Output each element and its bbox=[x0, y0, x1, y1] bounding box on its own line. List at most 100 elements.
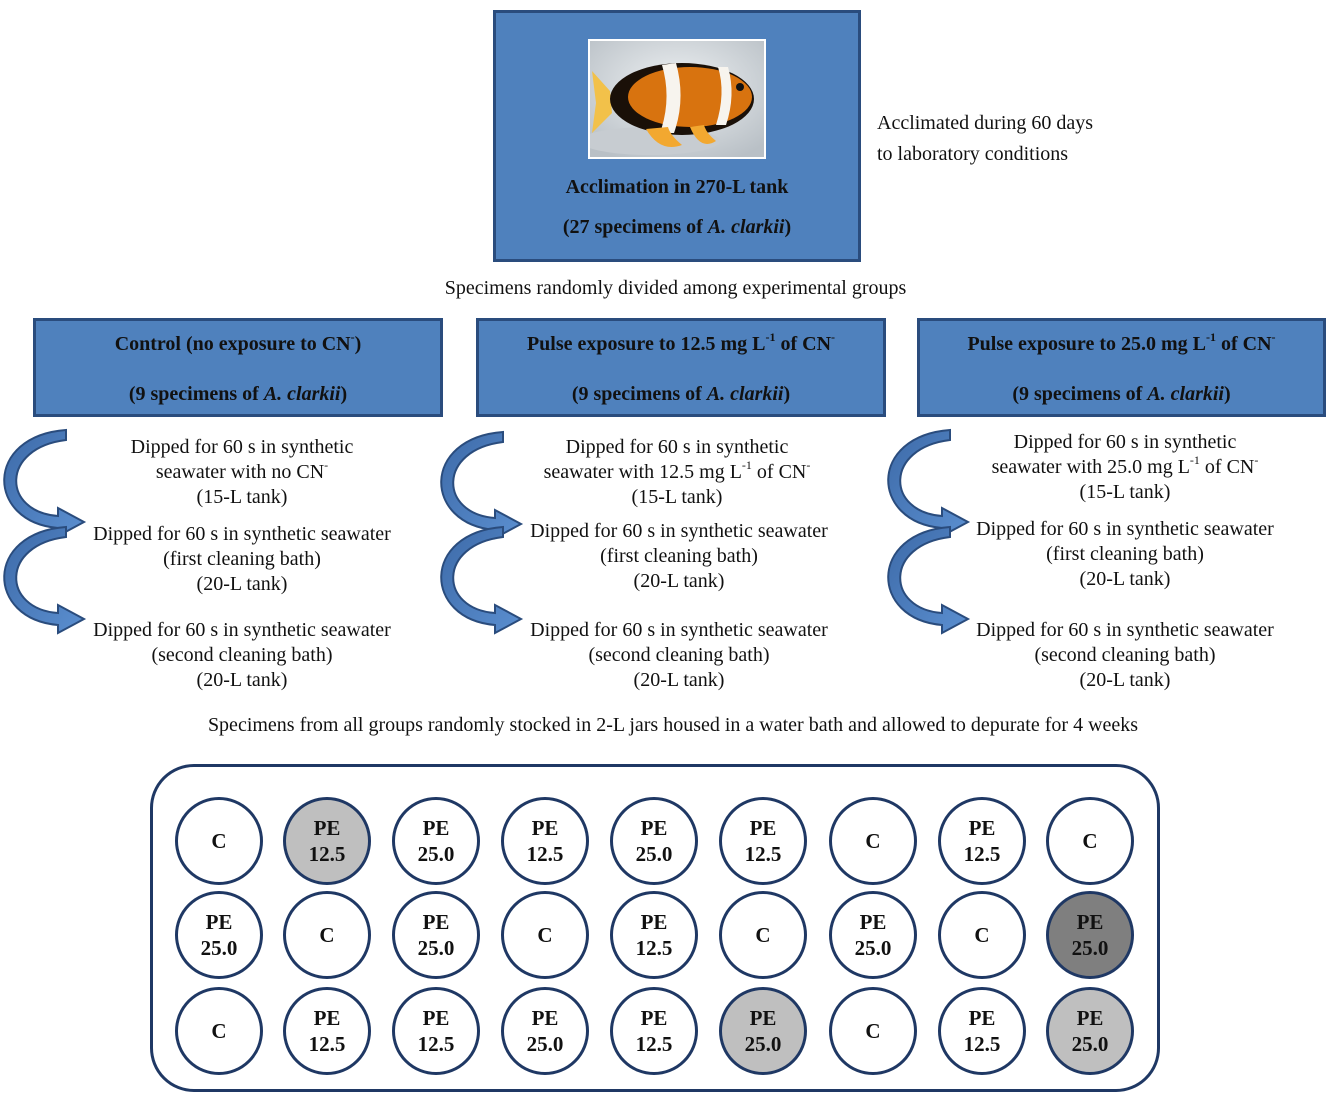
stocking-text: Specimens from all groups randomly stock… bbox=[207, 714, 1139, 736]
jar-circle: C bbox=[1046, 797, 1134, 885]
jar-label: PE bbox=[859, 910, 887, 934]
jar-concentration: 25.0 bbox=[417, 936, 455, 960]
step3-line2: (second cleaning bath) bbox=[151, 644, 333, 666]
curved-arrow-icon bbox=[3, 428, 87, 538]
step2-line3: (20-L tank) bbox=[1079, 568, 1171, 590]
jar-label: PE bbox=[313, 816, 341, 840]
jar-concentration: 12.5 bbox=[526, 842, 564, 866]
group-title-pe25: Pulse exposure to 25.0 mg L-1 of CN- bbox=[967, 330, 1276, 355]
jar-concentration: 12.5 bbox=[308, 1032, 346, 1056]
fish-photo bbox=[588, 39, 766, 159]
step1-line2: seawater with 25.0 mg L-1 of CN- bbox=[991, 453, 1259, 478]
step3-line3: (20-L tank) bbox=[1079, 669, 1171, 691]
jar-label: C bbox=[211, 829, 227, 853]
jar-label: C bbox=[974, 923, 990, 947]
step1-line1: Dipped for 60 s in synthetic bbox=[565, 436, 789, 458]
jar-label: C bbox=[865, 1019, 881, 1043]
jar-label: PE bbox=[422, 1006, 450, 1030]
jar-concentration: 25.0 bbox=[854, 936, 892, 960]
jar-label: PE bbox=[422, 816, 450, 840]
jar-label: PE bbox=[313, 1006, 341, 1030]
jar-label: PE bbox=[531, 816, 559, 840]
curved-arrows bbox=[3, 428, 971, 635]
jar-circle: C bbox=[829, 797, 917, 885]
jar-concentration: 25.0 bbox=[744, 1032, 782, 1056]
group-box-pe12: Pulse exposure to 12.5 mg L-1 of CN- (9 … bbox=[476, 318, 886, 417]
step1-line2: seawater with 12.5 mg L-1 of CN- bbox=[543, 458, 811, 483]
curved-arrow-icon bbox=[887, 525, 971, 635]
jar-label: PE bbox=[205, 910, 233, 934]
jar-concentration: 25.0 bbox=[526, 1032, 564, 1056]
step3-line3: (20-L tank) bbox=[196, 669, 288, 691]
step1-line1: Dipped for 60 s in synthetic bbox=[130, 436, 354, 458]
jar-concentration: 12.5 bbox=[744, 842, 782, 866]
curved-arrow-icon bbox=[887, 428, 971, 538]
jar-circle: C bbox=[283, 891, 371, 979]
step2-line3: (20-L tank) bbox=[196, 573, 288, 595]
step2-line2: (first cleaning bath) bbox=[1046, 543, 1204, 565]
step2-line2: (first cleaning bath) bbox=[600, 545, 758, 567]
jar-label: C bbox=[1082, 829, 1098, 853]
group-title-pe12: Pulse exposure to 12.5 mg L-1 of CN- bbox=[526, 330, 836, 355]
step1-line3: (15-L tank) bbox=[1079, 481, 1171, 503]
step1-line1: Dipped for 60 s in synthetic bbox=[1013, 431, 1237, 453]
acclimation-specimens: (27 specimens of A. clarkii) bbox=[562, 216, 792, 238]
step3-line2: (second cleaning bath) bbox=[588, 644, 770, 666]
jar-label: PE bbox=[531, 1006, 559, 1030]
step3-line1: Dipped for 60 s in synthetic seawater bbox=[976, 619, 1274, 641]
acclimation-note: Acclimated during 60 days to laboratory … bbox=[877, 112, 1094, 165]
jar-circle: C bbox=[938, 891, 1026, 979]
group-box-pe25: Pulse exposure to 25.0 mg L-1 of CN- (9 … bbox=[917, 318, 1326, 417]
jar-circle: C bbox=[175, 797, 263, 885]
step2-line1: Dipped for 60 s in synthetic seawater bbox=[976, 518, 1274, 540]
jar-concentration: 12.5 bbox=[963, 1032, 1001, 1056]
jar-label: PE bbox=[968, 816, 996, 840]
jar-concentration: 25.0 bbox=[200, 936, 238, 960]
group-box-control: Control (no exposure to CN-) (9 specimen… bbox=[33, 318, 443, 417]
jar-label: PE bbox=[640, 1006, 668, 1030]
jar-circle: C bbox=[175, 987, 263, 1075]
step1-line2: seawater with no CN- bbox=[155, 458, 329, 483]
step3-line1: Dipped for 60 s in synthetic seawater bbox=[93, 619, 391, 641]
jar-circle: C bbox=[829, 987, 917, 1075]
jar-concentration: 25.0 bbox=[635, 842, 673, 866]
step2-line1: Dipped for 60 s in synthetic seawater bbox=[530, 520, 828, 542]
jar-concentration: 25.0 bbox=[1071, 936, 1109, 960]
jar-concentration: 25.0 bbox=[1071, 1032, 1109, 1056]
jar-label: PE bbox=[422, 910, 450, 934]
jar-label: PE bbox=[1076, 910, 1104, 934]
jar-concentration: 12.5 bbox=[635, 936, 673, 960]
jar-label: C bbox=[865, 829, 881, 853]
step2-line1: Dipped for 60 s in synthetic seawater bbox=[93, 523, 391, 545]
jar-label: PE bbox=[968, 1006, 996, 1030]
step2-line3: (20-L tank) bbox=[633, 570, 725, 592]
jar-circle: C bbox=[501, 891, 589, 979]
jar-label: C bbox=[755, 923, 771, 947]
acclimation-box: Acclimation in 270-L tank (27 specimens … bbox=[493, 10, 861, 262]
step1-line3: (15-L tank) bbox=[196, 486, 288, 508]
jar-label: PE bbox=[640, 910, 668, 934]
step2-line2: (first cleaning bath) bbox=[163, 548, 321, 570]
group-specimens-pe25: (9 specimens of A. clarkii) bbox=[1012, 383, 1231, 405]
jar-label: PE bbox=[749, 1006, 777, 1030]
group-title-control: Control (no exposure to CN-) bbox=[114, 330, 362, 355]
group-specimens-control: (9 specimens of A. clarkii) bbox=[128, 383, 348, 405]
curved-arrow-icon bbox=[3, 525, 87, 635]
